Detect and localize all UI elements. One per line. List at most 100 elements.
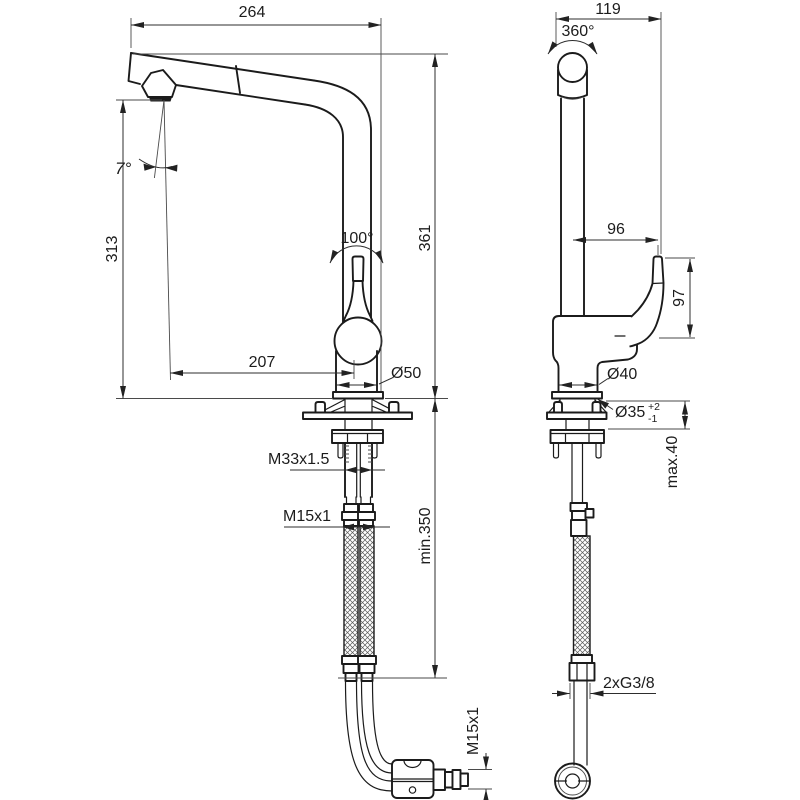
ext-lines-119: [555, 12, 662, 254]
side-view: [546, 52, 665, 800]
bracket-braces-front: [320, 399, 397, 413]
tip-angle-arrow-right: [165, 164, 178, 172]
bracket-screw-right-side: [591, 401, 602, 414]
shank-thread-ticks: [345, 445, 372, 463]
hole-tolerance-minus: -1: [648, 413, 657, 425]
spray-coupling-2: [444, 771, 454, 789]
ext-lines-m15-spray: [468, 769, 492, 790]
hole-diameter-label: Ø35: [615, 404, 645, 421]
handle-reach-label: 96: [607, 221, 625, 238]
dimension-annotations: 264 119 360° 7° 313 100° 361 207 Ø5: [104, 1, 695, 800]
weight-block-hole: [408, 786, 417, 794]
handle-knob-base-line: [651, 282, 665, 285]
outlet-reach-label: 207: [249, 354, 276, 371]
lever-swivel-label: 100°: [340, 230, 373, 247]
spout-side-circle: [557, 52, 588, 83]
braided-hose-side: [572, 535, 591, 656]
bracket-screw-right-front: [388, 401, 400, 415]
total-height-label: 361: [417, 225, 434, 252]
tip-angle-line: [153, 99, 165, 179]
g38-nut: [568, 662, 596, 682]
pipe-inner-edge: [304, 103, 344, 324]
supply-hose-thread-label: M15x1: [283, 508, 331, 525]
hole-tolerance-plus: +2: [648, 401, 660, 413]
tip-angle-arrow-left: [143, 163, 156, 171]
hose1-end-tip: [344, 672, 358, 682]
hose2-end-collar: [357, 655, 377, 665]
mounting-bracket-plate-front: [302, 411, 413, 420]
hose2-nut: [357, 511, 376, 521]
lever-knob: [351, 255, 365, 282]
mounting-nut-facets-side: [549, 432, 605, 444]
ext-lines-313: [116, 99, 333, 399]
mounting-bracket-plate-side: [546, 411, 608, 420]
braided-hose-left: [343, 525, 359, 657]
ext-lines-max40: [606, 400, 690, 430]
spout-top-edge: [130, 52, 315, 82]
spout-swivel-label: 360°: [561, 23, 594, 40]
counter-max-label: max.40: [664, 436, 681, 489]
bracket-screw-left-front: [314, 401, 326, 415]
spout-tip-face: [127, 52, 141, 85]
ext-lines-g38: [569, 683, 591, 699]
stream-axis-line: [163, 99, 171, 381]
ext-lines-361: [133, 53, 448, 399]
base-diameter-label: Ø50: [391, 365, 421, 382]
mixer-body-side: [552, 315, 638, 393]
hose-bend-curves: [344, 680, 393, 792]
hose-fitting-b: [571, 510, 587, 521]
spout-side-housing-inner: [561, 96, 584, 100]
bracket-studs-side: [552, 442, 602, 459]
supply-connection-label: 2xG3/8: [603, 675, 655, 692]
hose1-collar: [343, 503, 359, 513]
spout-reach-label: 264: [239, 4, 266, 21]
aerator-housing: [141, 69, 177, 98]
hose-tails: [345, 496, 372, 505]
arrow-m33-right: [360, 466, 372, 474]
spout-side-housing: [557, 69, 588, 100]
spout-bottom-edge: [175, 84, 306, 106]
spray-coupling-1: [432, 768, 446, 791]
hose-fitting-port: [584, 508, 595, 519]
front-view: [127, 52, 469, 799]
aerator-outlet: [149, 97, 172, 102]
mounting-nut-front: [331, 429, 384, 444]
base-plate-side: [551, 391, 603, 400]
base-plate-front: [332, 391, 384, 400]
body-diameter-label: Ø40: [607, 366, 637, 383]
hose-fitting-a: [569, 502, 588, 512]
handle-height-label: 97: [671, 289, 688, 307]
hose1-nut: [341, 511, 360, 521]
spray-hose-thread-label: M15x1: [465, 707, 482, 755]
spray-hose-pipe-side: [571, 442, 584, 504]
braided-hose-right: [359, 525, 375, 657]
shank-thread-label: M33x1.5: [268, 451, 329, 468]
hose-min-length-label: min.350: [417, 507, 434, 564]
hose-end-collar-side: [570, 654, 593, 664]
ext-lines-97: [659, 257, 695, 339]
mounting-nut-facets-front: [331, 432, 384, 444]
bracket-screw-left-side: [553, 401, 563, 414]
shank-side: [565, 418, 590, 431]
arrow-m33-left: [345, 466, 357, 474]
arrow-m15-left: [342, 523, 354, 531]
spray-head-joint-line: [235, 65, 241, 94]
depth-label: 119: [595, 1, 621, 18]
pullout-hose-side: [573, 679, 588, 766]
arrow-m15-right: [363, 523, 375, 531]
g38-nut-facets: [576, 662, 588, 682]
weight-block-details: [391, 759, 435, 783]
outlet-height-label: 313: [104, 236, 121, 263]
hose2-collar: [358, 503, 374, 513]
pipe-outer-edge: [313, 79, 372, 323]
swivel-arc-360: [547, 40, 598, 55]
hose-fitting-collar: [570, 519, 588, 537]
lever-stem: [342, 280, 374, 322]
hose2-end-tip: [360, 672, 374, 682]
leader-dia50: [378, 377, 393, 385]
leader-arrow-dia35: [597, 399, 609, 409]
riser-pipe-side: [560, 97, 585, 316]
handle-lever-side: [629, 255, 665, 348]
spray-coupling-3: [451, 769, 462, 790]
